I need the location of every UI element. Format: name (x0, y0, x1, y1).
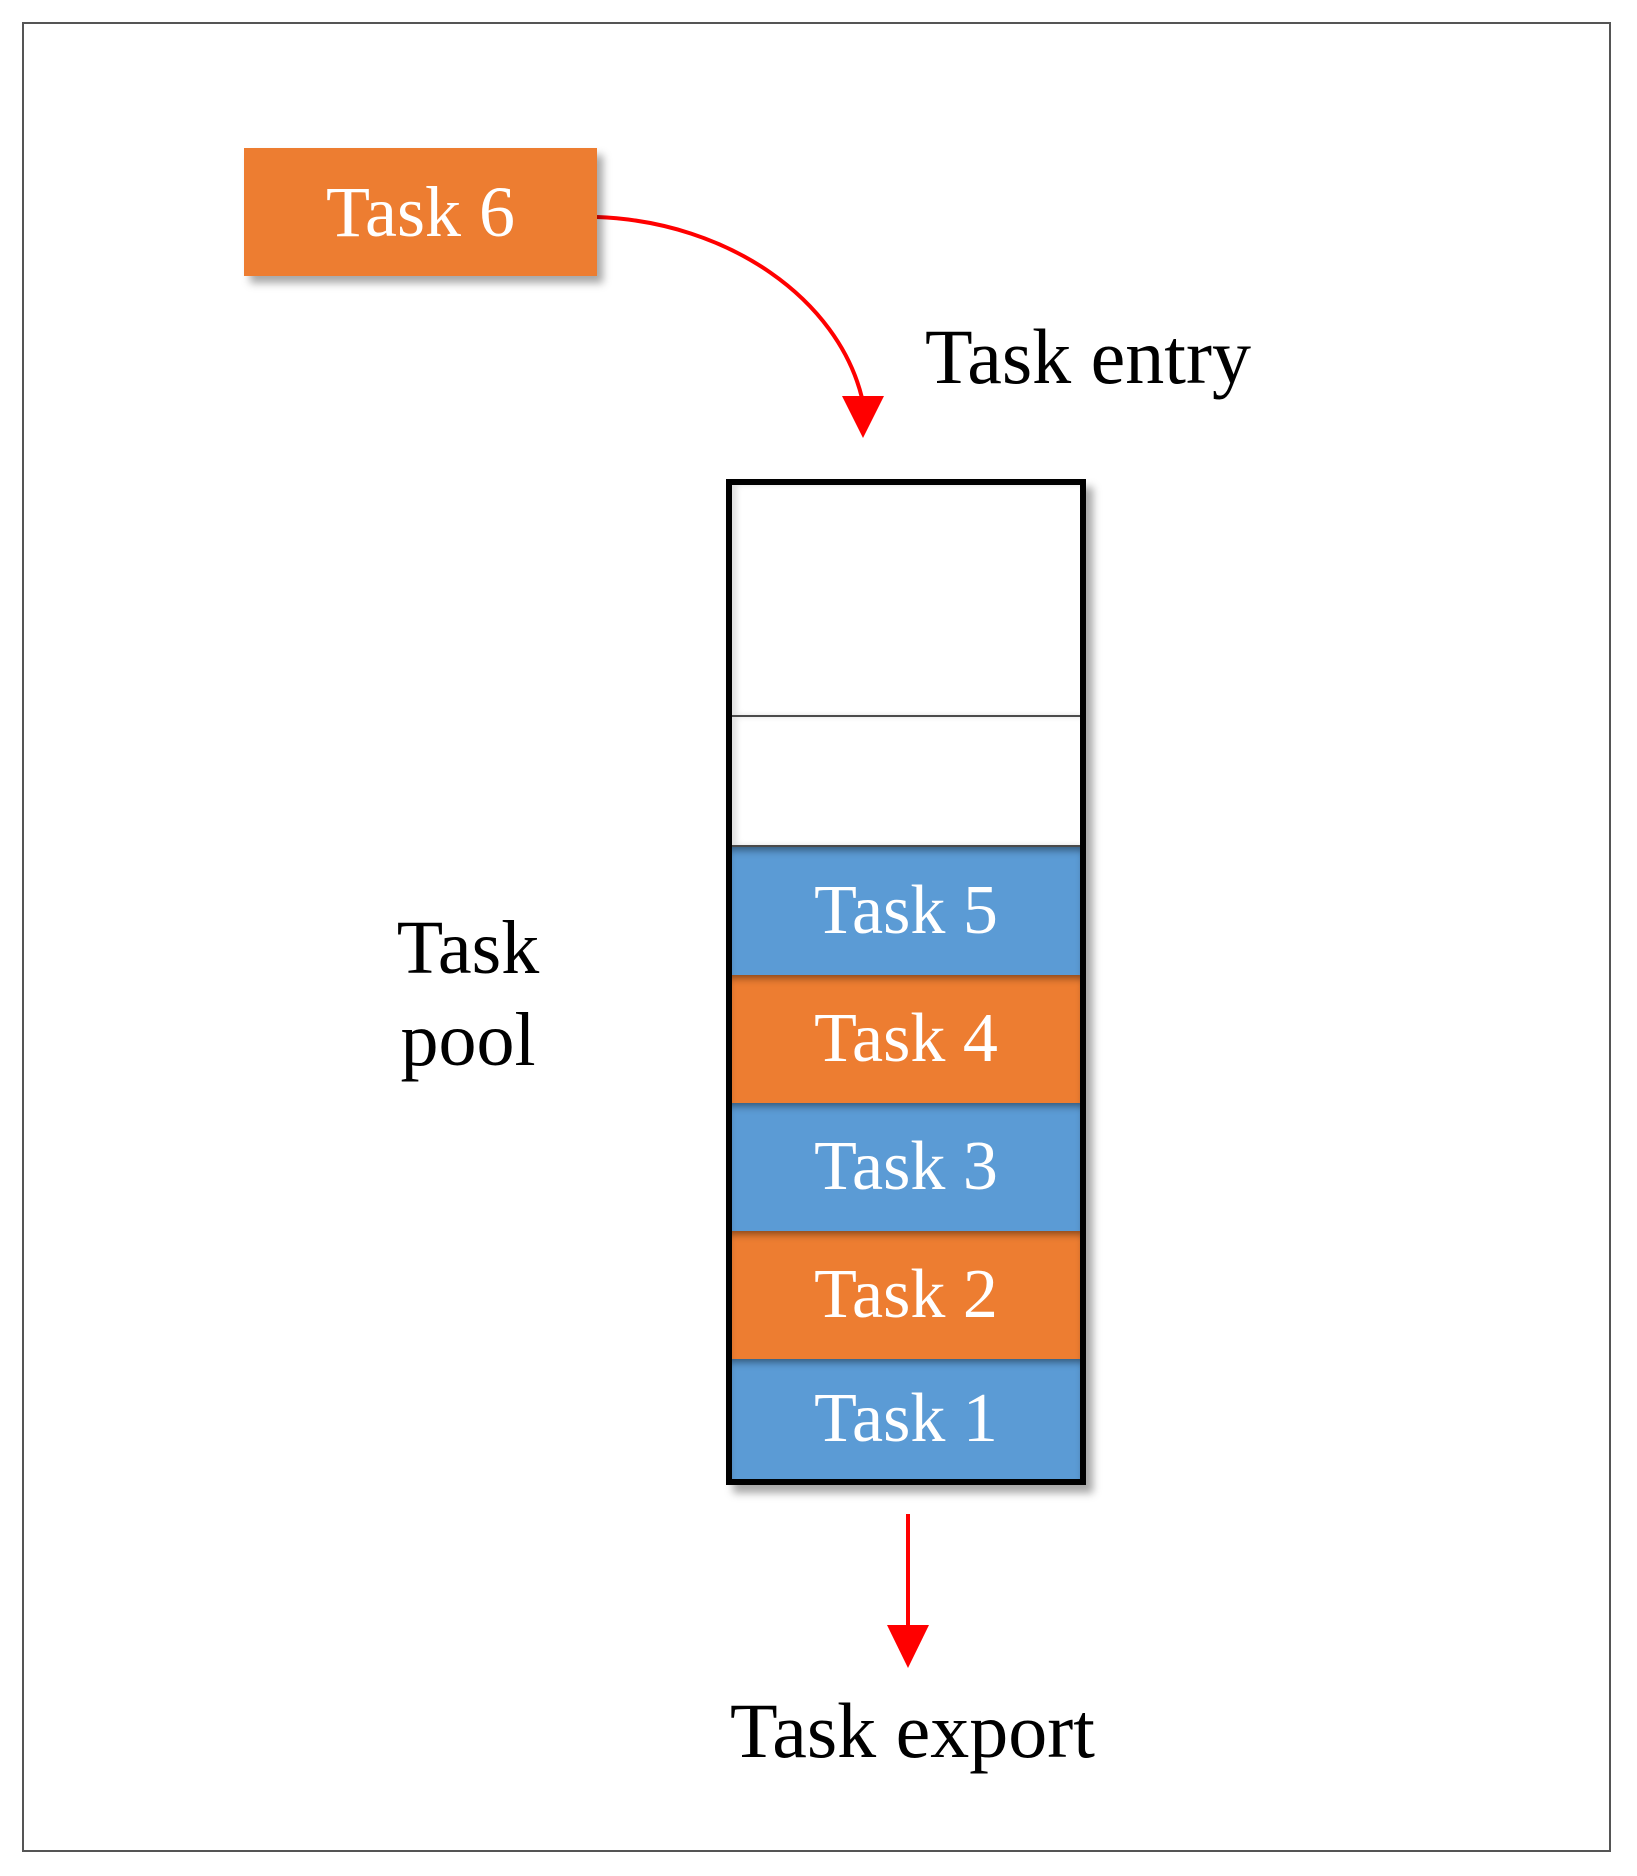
incoming-task-6: Task 6 (244, 148, 597, 276)
pool-task-4-label: Task 4 (814, 1000, 998, 1077)
pool-task-2-label: Task 2 (814, 1256, 998, 1333)
task-pool: Task 5 Task 4 Task 3 Task 2 Task 1 (726, 479, 1086, 1485)
pool-task-1-label: Task 1 (814, 1380, 998, 1457)
pool-task-1: Task 1 (732, 1359, 1080, 1479)
pool-task-3: Task 3 (732, 1103, 1080, 1231)
empty-slot-1 (732, 485, 1080, 717)
incoming-task-label: Task 6 (326, 171, 515, 252)
pool-task-5: Task 5 (732, 847, 1080, 975)
task-pool-label: Task pool (393, 902, 543, 1086)
pool-task-2: Task 2 (732, 1231, 1080, 1359)
task-pool-label-line2: pool (400, 998, 536, 1082)
task-entry-label: Task entry (925, 313, 1251, 400)
task-export-label: Task export (730, 1687, 1095, 1774)
pool-task-3-label: Task 3 (814, 1128, 998, 1205)
task-pool-label-line1: Task (396, 906, 540, 990)
pool-task-4: Task 4 (732, 975, 1080, 1103)
pool-task-5-label: Task 5 (814, 872, 998, 949)
empty-slot-2 (732, 717, 1080, 847)
